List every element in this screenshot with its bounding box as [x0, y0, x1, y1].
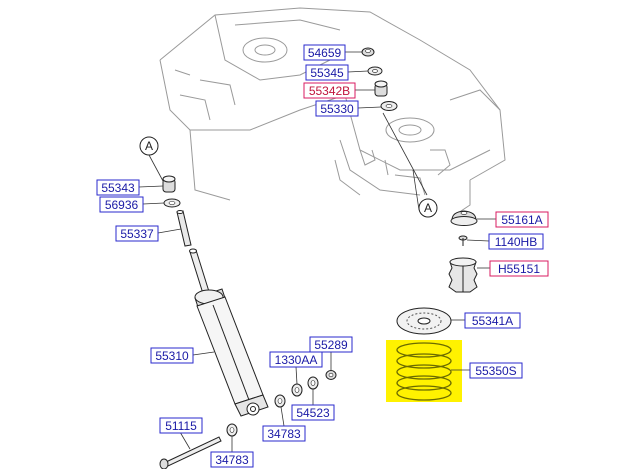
part-label-56936[interactable]: 56936 — [99, 196, 144, 213]
nut-54659-part — [361, 47, 375, 57]
part-label-34783-lower[interactable]: 34783 — [210, 451, 254, 468]
part-label-34783-lower-text: 34783 — [215, 453, 249, 467]
part-label-55345-text: 55345 — [310, 66, 344, 80]
callout-a-right-text: A — [424, 201, 432, 215]
part-label-1330AA[interactable]: 1330AA — [269, 351, 323, 368]
part-label-51115-text: 51115 — [165, 419, 197, 433]
part-label-55330[interactable]: 55330 — [315, 100, 359, 117]
part-label-54659-text: 54659 — [308, 46, 342, 60]
vehicle-frame-drawing — [159, 7, 506, 216]
part-label-55330-text: 55330 — [320, 102, 354, 116]
part-label-55345[interactable]: 55345 — [305, 64, 349, 81]
shock-absorber-55310-part — [189, 248, 269, 417]
bump-stopper-H55151-part — [448, 257, 478, 293]
part-label-55289-text: 55289 — [314, 338, 348, 352]
bushing-55343-part — [162, 175, 176, 193]
part-label-54523-text: 54523 — [296, 406, 330, 420]
bushing-55342B-part — [374, 80, 388, 97]
bolt-1140HB-part — [458, 235, 468, 246]
part-label-54659[interactable]: 54659 — [303, 44, 346, 61]
washer-55345-part — [367, 66, 383, 76]
part-label-H55151-text: H55151 — [498, 262, 540, 276]
part-label-55343-text: 55343 — [101, 181, 135, 195]
shock-absorber-parts — [162, 175, 269, 417]
part-label-55161A[interactable]: 55161A — [495, 211, 549, 228]
part-label-55337-text: 55337 — [120, 227, 154, 241]
part-label-55289[interactable]: 55289 — [309, 336, 353, 353]
lower-mount-hardware — [159, 370, 337, 469]
callout-a-left-text: A — [145, 139, 153, 153]
part-label-1330AA-text: 1330AA — [275, 353, 318, 367]
part-label-55161A-text: 55161A — [501, 213, 542, 227]
part-label-56936-text: 56936 — [105, 198, 139, 212]
part-label-55341A-text: 55341A — [472, 314, 513, 328]
washer-34783-upper-part — [274, 394, 286, 408]
part-label-55337[interactable]: 55337 — [115, 225, 159, 242]
coil-spring-55350S-part — [386, 340, 462, 402]
part-label-55342B-text: 55342B — [309, 84, 350, 98]
washer-55330-part — [380, 101, 398, 111]
part-label-54523[interactable]: 54523 — [291, 404, 335, 421]
sleeve-55337-part — [176, 210, 192, 247]
nut-55289-part — [325, 370, 337, 380]
washers-54523-part — [291, 376, 319, 397]
spring-pad-55341A-part — [396, 307, 452, 335]
part-label-H55151[interactable]: H55151 — [489, 260, 549, 277]
part-label-55341A[interactable]: 55341A — [464, 312, 521, 329]
part-label-55310-text: 55310 — [155, 349, 189, 363]
part-label-55350S[interactable]: 55350S — [469, 362, 523, 379]
part-label-34783-upper[interactable]: 34783 — [262, 425, 306, 442]
spring-assembly-parts — [386, 210, 478, 402]
part-label-51115[interactable]: 51115 — [159, 417, 203, 434]
part-label-55350S-text: 55350S — [475, 364, 516, 378]
washer-56936-part — [163, 198, 181, 208]
label-leader-lines — [138, 51, 496, 452]
callout-a-right: A — [412, 169, 438, 218]
callout-a-left: A — [139, 136, 164, 182]
part-label-34783-upper-text: 34783 — [267, 427, 301, 441]
part-label-55343[interactable]: 55343 — [96, 179, 140, 196]
bolt-51115-part — [159, 436, 222, 469]
part-label-55342B[interactable]: 55342B — [303, 82, 356, 99]
part-label-1140HB-text: 1140HB — [495, 235, 537, 249]
upper-mount-parts — [361, 47, 428, 196]
part-label-55310[interactable]: 55310 — [150, 347, 194, 364]
spring-highlight-box — [386, 340, 462, 402]
washer-34783-lower-part — [226, 423, 238, 437]
part-label-1140HB[interactable]: 1140HB — [488, 233, 544, 250]
cap-55161A-part — [450, 210, 478, 226]
